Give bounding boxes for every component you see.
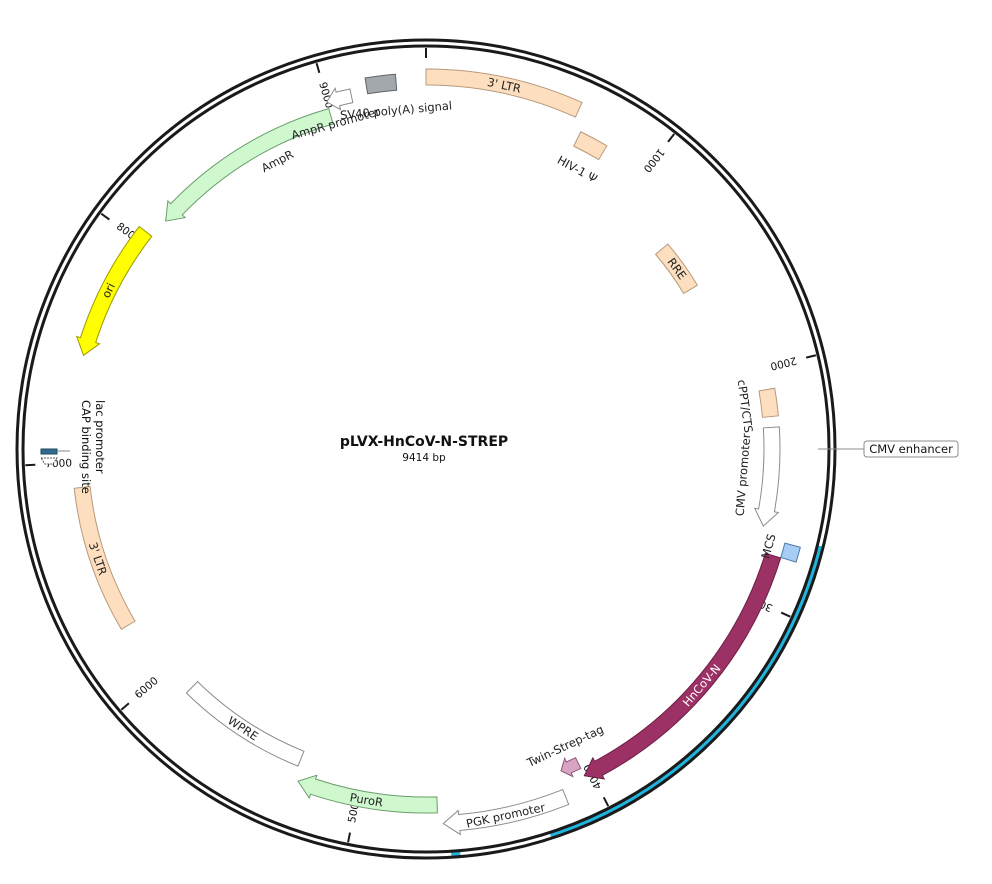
highlight-arc-insert-region [549, 545, 824, 839]
feature-label-mcs: MCS [758, 532, 778, 560]
feature-3ltr-bottom [73, 485, 136, 630]
feature-mcs [780, 542, 801, 563]
tick-mark-3000 [780, 611, 791, 618]
tick-mark-1000 [667, 133, 675, 143]
feature-label-hiv1-psi: HIV-1 Ψ [555, 153, 600, 186]
feature-label-3ltr-top: 3' LTR [486, 75, 522, 96]
plasmid-name: pLVX-HnCoV-N-STREP [340, 434, 508, 450]
feature-layer [73, 68, 801, 836]
cap-binding-site-label: CAP binding site [79, 400, 93, 494]
tick-mark-5000 [347, 832, 352, 843]
feature-cmv-promoter [753, 426, 781, 527]
tick-mark-8000 [100, 212, 110, 221]
feature-rre [654, 243, 699, 295]
tick-mark-2000 [805, 354, 817, 359]
highlight-arc-small-mark [450, 850, 461, 858]
feature-label-cppt: cPPT/CTS [735, 379, 756, 434]
feature-label-cmv-promoter: CMV promoter [733, 433, 754, 517]
tick-mark-4000 [602, 796, 610, 807]
feature-cppt [758, 387, 779, 418]
highlight-layer [450, 545, 824, 858]
callout-box [863, 440, 959, 458]
feature-label-hncov-n: HnCoV-N [680, 661, 724, 709]
tick-mark-6000 [120, 702, 130, 711]
feature-hiv1-psi [573, 131, 608, 161]
callout-label: CMV enhancer [869, 442, 953, 456]
feature-label-wpre: WPRE [225, 713, 261, 743]
lac-promoter-mark [40, 457, 58, 465]
tick-label-1000: 1000 [641, 146, 667, 174]
tick-mark-9000 [315, 62, 321, 74]
feature-twin-strep [560, 756, 582, 778]
feature-pgk-promoter [442, 788, 570, 836]
feature-label-sv40-polya: SV40 poly(A) signal [340, 98, 453, 122]
feature-ampr [165, 108, 334, 222]
feature-wpre [185, 680, 305, 767]
feature-label-puror: PuroR [349, 790, 384, 809]
feature-ori [75, 225, 153, 357]
cap-binding-site-mark [40, 448, 58, 455]
feature-puror [297, 774, 438, 814]
feature-hncov-n [583, 552, 782, 780]
tick-label-6000: 6000 [133, 675, 161, 701]
feature-ampr-promoter [326, 86, 354, 111]
feature-label-ori: ori [99, 281, 118, 301]
plasmid-length: 9414 bp [402, 452, 446, 464]
callout-cmv-enhancer: CMV enhancer [818, 440, 959, 458]
feature-label-pgk-promoter: PGK promoter [465, 800, 547, 831]
feature-sv40-polya [364, 73, 398, 95]
lac-promoter-label: lac promoter [93, 400, 107, 474]
feature-3ltr-top [425, 68, 583, 118]
tick-label-2000: 2000 [769, 354, 798, 372]
